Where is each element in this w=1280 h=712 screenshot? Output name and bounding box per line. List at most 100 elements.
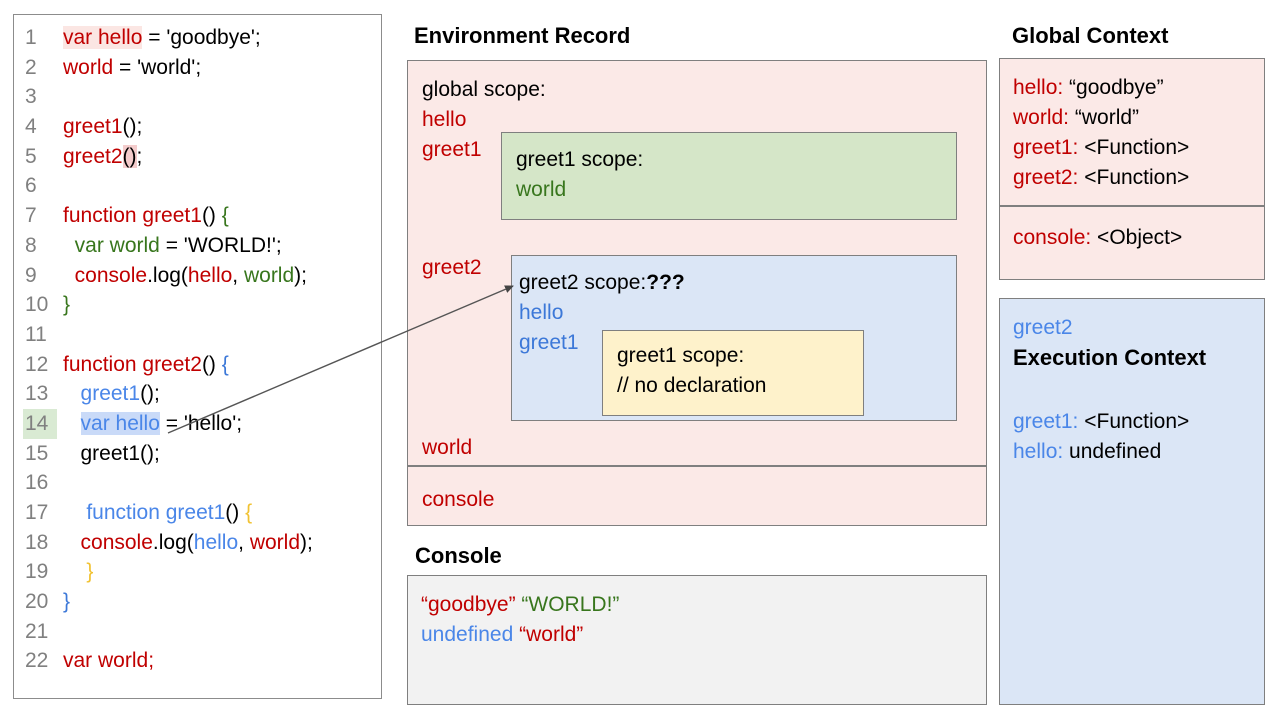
- text-segment: world: [243, 263, 295, 287]
- global-scope-label: global scope:: [422, 78, 546, 101]
- text-segment: greet1 scope:: [516, 148, 644, 171]
- env-hello-label: hello: [422, 108, 467, 131]
- text-segment: greet1:: [1013, 410, 1079, 433]
- text-segment: = 'goodbye';: [142, 26, 261, 49]
- console-output-box: “goodbye” “WORLD!”undefined “world”: [407, 575, 987, 705]
- text-line: // no declaration: [617, 371, 863, 401]
- text-segment: greet1:: [1013, 136, 1079, 159]
- line-number: 20: [25, 590, 49, 614]
- text-segment: }: [86, 560, 94, 584]
- console-title: Console: [415, 543, 502, 568]
- text-segment: ,: [232, 263, 244, 287]
- text-segment: greet1();: [63, 441, 160, 465]
- text-segment: greet1: [80, 382, 141, 406]
- text-line: greet1 scope:: [516, 145, 956, 175]
- line-number: 21: [25, 619, 49, 643]
- code-line: 19 }: [23, 557, 381, 587]
- text-line: greet1: <Function>: [1013, 407, 1264, 437]
- code-text: greet1();: [63, 112, 142, 142]
- text-segment: console: [74, 263, 148, 287]
- text-segment: }: [63, 590, 71, 614]
- line-number: 8: [25, 233, 37, 257]
- text-segment: greet1: [519, 331, 579, 354]
- env-world-label: world: [422, 436, 473, 459]
- code-text: var world = 'WORLD!';: [63, 231, 282, 261]
- line-number: 22: [25, 649, 49, 673]
- line-number: 16: [25, 471, 49, 495]
- code-line: 5 greet2();: [23, 142, 381, 172]
- text-line: undefined “world”: [421, 620, 986, 650]
- code-line: 18 console.log(hello, world);: [23, 528, 381, 558]
- code-text: }: [63, 290, 70, 320]
- text-line: console: <Object>: [1013, 223, 1264, 253]
- text-segment: “world”: [1069, 106, 1140, 129]
- text-segment: = 'world';: [113, 55, 202, 79]
- code-text: greet1();: [63, 439, 160, 469]
- text-segment: .log(: [152, 530, 194, 554]
- text-segment: {: [245, 501, 253, 524]
- env-greet1-label: greet1: [422, 138, 482, 161]
- line-number: 14: [23, 408, 57, 439]
- code-text: greet1();: [63, 379, 160, 409]
- text-segment: var hello: [63, 26, 143, 49]
- text-segment: }: [63, 293, 71, 317]
- env-console-label: console: [422, 488, 495, 511]
- code-line: 11: [23, 320, 381, 350]
- code-text: world = 'world';: [63, 53, 201, 83]
- text-segment: var world;: [63, 649, 155, 673]
- text-segment: ;: [136, 144, 143, 168]
- text-segment: greet2: [63, 144, 123, 168]
- code-line: 9 console.log(hello, world);: [23, 261, 381, 291]
- code-line: 10}: [23, 290, 381, 320]
- text-segment: (): [201, 352, 222, 376]
- text-segment: greet1 scope:: [617, 344, 745, 367]
- line-number: 4: [25, 115, 37, 139]
- text-segment: [63, 234, 75, 257]
- text-segment: ,: [238, 530, 250, 554]
- text-segment: );: [300, 530, 313, 554]
- code-text: }: [63, 557, 93, 587]
- text-segment: ();: [122, 115, 143, 139]
- line-number: 17: [25, 501, 49, 524]
- text-segment: world:: [1013, 106, 1070, 129]
- text-segment: console:: [1013, 226, 1092, 249]
- code-text: console.log(hello, world);: [63, 528, 313, 558]
- code-text: var hello = 'goodbye';: [63, 23, 261, 53]
- code-text: console.log(hello, world);: [63, 261, 307, 291]
- text-segment: [63, 560, 86, 583]
- text-segment: “goodbye”: [1063, 76, 1164, 99]
- text-segment: [63, 412, 81, 435]
- text-segment: .log(: [147, 263, 188, 287]
- text-segment: function greet1: [63, 204, 202, 228]
- inner-greet1-scope-box: greet1 scope: // no declaration: [602, 330, 864, 416]
- global-context-console-box: console: <Object>: [999, 206, 1265, 280]
- line-number: 2: [25, 55, 37, 79]
- text-segment: = 'WORLD!';: [159, 233, 282, 257]
- text-segment: [63, 501, 86, 524]
- line-number: 11: [25, 322, 47, 346]
- text-line: greet2: <Function>: [1013, 163, 1264, 193]
- code-text: greet2();: [63, 142, 142, 172]
- code-line: 2 world = 'world';: [23, 53, 381, 83]
- text-segment: (): [122, 144, 137, 168]
- text-segment: hello: [193, 530, 239, 554]
- text-segment: {: [221, 352, 229, 376]
- text-segment: hello:: [1013, 440, 1064, 463]
- code-line: 16: [23, 468, 381, 498]
- env-greet2-label: greet2: [422, 256, 482, 279]
- code-text: function greet1() {: [63, 201, 229, 231]
- text-line: world: [516, 175, 956, 205]
- line-number: 5: [25, 144, 37, 168]
- line-number: 1: [25, 26, 37, 49]
- text-line: greet2 scope:???: [519, 268, 956, 298]
- text-segment: world: [63, 55, 114, 79]
- text-segment: world: [516, 178, 567, 201]
- code-line: 22 var world;: [23, 646, 381, 676]
- text-segment: <Function>: [1078, 166, 1190, 189]
- text-line: greet1 scope:: [617, 341, 863, 371]
- line-number: 3: [25, 85, 37, 109]
- code-line: 3: [23, 82, 381, 112]
